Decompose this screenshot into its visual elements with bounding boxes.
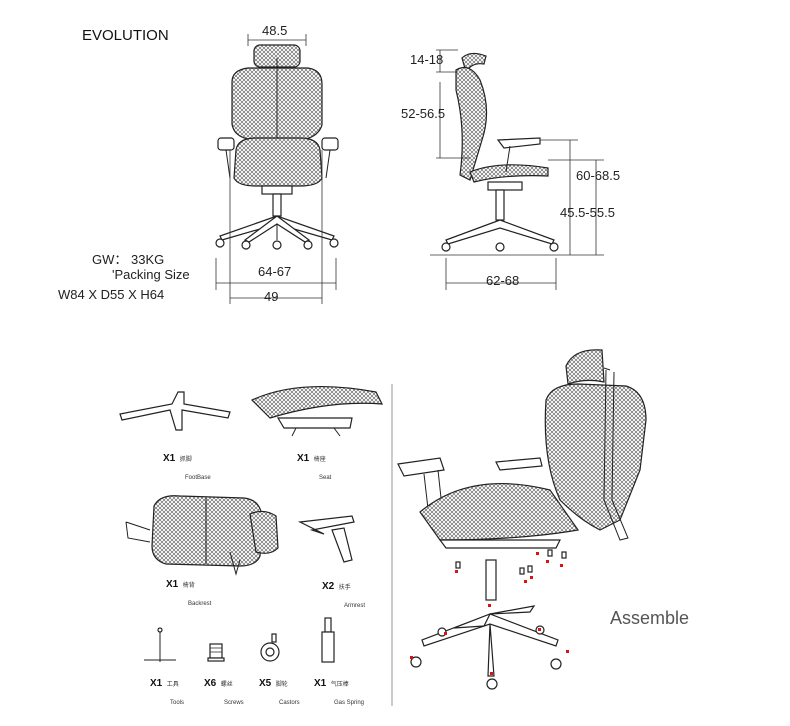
part-qty: X5 — [259, 678, 272, 689]
part-qty: X1 — [163, 453, 176, 464]
assembly-chair — [397, 349, 647, 690]
part-seat-drawing — [250, 385, 384, 437]
part-cn: 抓脚 — [179, 457, 192, 463]
part-cn: 椅背 — [182, 583, 195, 589]
part-qty: X6 — [204, 678, 217, 689]
assemble-label: Assemble — [610, 608, 690, 628]
part-label-armrest: X2 扶手 Armrest — [322, 576, 365, 612]
part-label-backrest: X1 椅背 Backrest — [166, 574, 211, 610]
part-screws-drawing — [207, 643, 225, 662]
product-title: EVOLUTION — [82, 27, 169, 44]
part-label-gas-spring: X1 气压棒 Gas Spring — [314, 673, 364, 709]
part-en: FootBase — [185, 475, 211, 481]
part-label-tools: X1 工具 Tools — [150, 673, 184, 709]
part-label-castors: X5 脚轮 Castors — [259, 673, 300, 709]
part-en: Tools — [170, 700, 185, 706]
dim-backrest-adj: 52-56.5 — [401, 106, 446, 121]
packing-size-label: 'Packing Size — [112, 267, 190, 282]
part-qty: X2 — [322, 581, 335, 592]
packing-size-dims: W84 X D55 X H64 — [58, 287, 165, 302]
part-castor-drawing — [260, 633, 280, 662]
part-qty: X1 — [314, 678, 327, 689]
part-cn: 扶手 — [338, 585, 351, 591]
part-footbase-drawing — [119, 391, 231, 431]
part-en: Gas Spring — [334, 700, 365, 706]
dim-seat-height: 45.5-55.5 — [560, 205, 615, 220]
part-gas-spring-drawing — [321, 617, 335, 663]
part-qty: X1 — [297, 453, 310, 464]
part-cn: 气压棒 — [330, 682, 349, 688]
part-cn: 脚轮 — [275, 682, 288, 688]
dim-arm-height: 60-68.5 — [576, 168, 621, 183]
part-armrest-drawing — [297, 515, 355, 563]
part-cn: 椅座 — [313, 457, 326, 463]
dim-base-width: 64-67 — [258, 264, 292, 279]
part-label-seat: X1 椅座 Seat — [297, 448, 331, 484]
dim-headrest-adj: 14-18 — [410, 52, 444, 67]
dim-top-width: 48.5 — [262, 23, 288, 38]
dim-arm-width: 49 — [264, 289, 279, 304]
part-cn: 工具 — [166, 682, 179, 688]
part-backrest-drawing — [125, 495, 279, 576]
side-view-chair — [441, 52, 559, 252]
dim-depth: 62-68 — [486, 273, 520, 288]
part-en: Armrest — [344, 603, 365, 609]
part-en: Castors — [279, 700, 300, 706]
part-tools-drawing — [144, 627, 176, 662]
part-label-footbase: X1 抓脚 FootBase — [163, 448, 211, 484]
part-en: Backrest — [188, 601, 212, 607]
front-dimensions — [215, 34, 337, 304]
part-cn: 螺丝 — [220, 682, 233, 688]
part-qty: X1 — [166, 579, 179, 590]
front-view-chair — [215, 44, 339, 250]
part-qty: X1 — [150, 678, 163, 689]
part-en: Screws — [224, 700, 244, 706]
side-dimensions — [430, 49, 604, 290]
part-en: Seat — [319, 475, 332, 481]
gross-weight: GW： 33KG — [92, 252, 165, 267]
part-label-screws: X6 螺丝 Screws — [204, 673, 244, 709]
